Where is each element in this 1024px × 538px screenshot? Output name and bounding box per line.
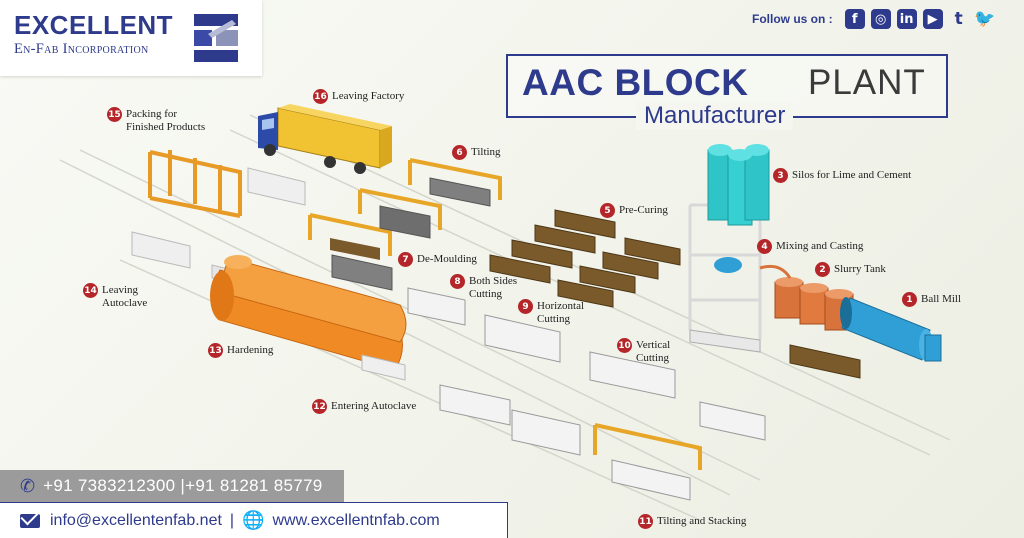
step-text: Mixing and Casting — [776, 239, 863, 253]
step-label: 9 Horizontal Cutting — [518, 299, 584, 325]
step-label: 15 Packing for Finished Products — [107, 107, 205, 133]
step-label: 2 Slurry Tank — [815, 262, 886, 277]
step-text: Vertical Cutting — [636, 338, 670, 364]
title-plant: PLANT — [808, 63, 926, 103]
step-number: 15 — [107, 107, 122, 122]
step-text: Horizontal Cutting — [537, 299, 584, 325]
step-number: 16 — [313, 89, 328, 104]
step-text: Hardening — [227, 343, 273, 357]
logo-name: EXCELLENT — [14, 10, 173, 41]
step-text: Entering Autoclave — [331, 399, 416, 413]
step-number: 12 — [312, 399, 327, 414]
stacking-crane-illustration — [595, 425, 700, 470]
facebook-icon[interactable]: f — [845, 9, 865, 29]
youtube-icon[interactable]: ▶ — [923, 9, 943, 29]
step-text: Tilting and Stacking — [657, 514, 746, 528]
contact-bar: info@excellentenfab.net | 🌐 www.excellen… — [0, 502, 508, 538]
cutting-machines-illustration — [408, 288, 765, 500]
logo-subtitle: En-Fab Incorporation — [14, 41, 149, 58]
step-number: 13 — [208, 343, 223, 358]
step-label: 10 Vertical Cutting — [617, 338, 670, 364]
step-number: 11 — [638, 514, 653, 529]
step-number: 14 — [83, 283, 98, 298]
step-number: 7 — [398, 252, 413, 267]
step-label: 13 Hardening — [208, 343, 273, 358]
contact-separator: | — [230, 512, 234, 530]
step-number: 2 — [815, 262, 830, 277]
title-box: AAC BLOCK PLANT Manufacturer — [506, 54, 948, 118]
company-logo: EXCELLENT En-Fab Incorporation — [0, 0, 262, 76]
phone-icon: ✆ — [20, 476, 35, 497]
silos-illustration — [708, 144, 769, 225]
tumblr-icon[interactable]: t — [949, 9, 969, 29]
step-text: De-Moulding — [417, 252, 477, 266]
mixing-tower-illustration — [690, 205, 760, 352]
step-label: 11 Tilting and Stacking — [638, 514, 746, 529]
step-number: 5 — [600, 203, 615, 218]
step-number: 8 — [450, 274, 465, 289]
step-label: 7 De-Moulding — [398, 252, 477, 267]
step-text: Ball Mill — [921, 292, 961, 306]
step-label: 14 Leaving Autoclave — [83, 283, 147, 309]
step-text: Silos for Lime and Cement — [792, 168, 911, 182]
email-icon — [20, 514, 40, 528]
email-link[interactable]: info@excellentenfab.net — [50, 512, 222, 530]
step-label: 3 Silos for Lime and Cement — [773, 168, 911, 183]
social-bar: Follow us on : f ◎ in ▶ t 🐦 — [752, 8, 1001, 30]
step-label: 4 Mixing and Casting — [757, 239, 863, 254]
phone-bar: ✆ +91 7383212300 |+91 81281 85779 — [0, 470, 344, 502]
step-text: Leaving Autoclave — [102, 283, 147, 309]
logo-mark-icon — [188, 10, 244, 66]
step-text: Both Sides Cutting — [469, 274, 517, 300]
step-label: 16 Leaving Factory — [313, 89, 404, 104]
website-link[interactable]: www.excellentnfab.com — [273, 512, 440, 530]
step-label: 8 Both Sides Cutting — [450, 274, 517, 300]
step-label: 1 Ball Mill — [902, 292, 961, 307]
phone-numbers[interactable]: +91 7383212300 |+91 81281 85779 — [43, 476, 322, 496]
step-number: 9 — [518, 299, 533, 314]
packing-frame-illustration — [150, 150, 240, 216]
step-label: 12 Entering Autoclave — [312, 399, 416, 414]
title-main: AAC BLOCK — [522, 62, 748, 104]
title-subtitle: Manufacturer — [636, 102, 793, 130]
step-number: 4 — [757, 239, 772, 254]
step-text: Tilting — [471, 145, 501, 159]
step-number: 6 — [452, 145, 467, 160]
step-label: 5 Pre-Curing — [600, 203, 668, 218]
linkedin-icon[interactable]: in — [897, 9, 917, 29]
follow-label: Follow us on : — [752, 12, 833, 26]
step-text: Packing for Finished Products — [126, 107, 205, 133]
twitter-icon[interactable]: 🐦 — [975, 9, 995, 29]
step-label: 6 Tilting — [452, 145, 501, 160]
truck-illustration — [258, 104, 392, 174]
step-number: 3 — [773, 168, 788, 183]
step-number: 1 — [902, 292, 917, 307]
step-text: Slurry Tank — [834, 262, 886, 276]
step-text: Leaving Factory — [332, 89, 404, 103]
instagram-icon[interactable]: ◎ — [871, 9, 891, 29]
step-text: Pre-Curing — [619, 203, 668, 217]
globe-icon: 🌐 — [242, 510, 264, 531]
step-number: 10 — [617, 338, 632, 353]
